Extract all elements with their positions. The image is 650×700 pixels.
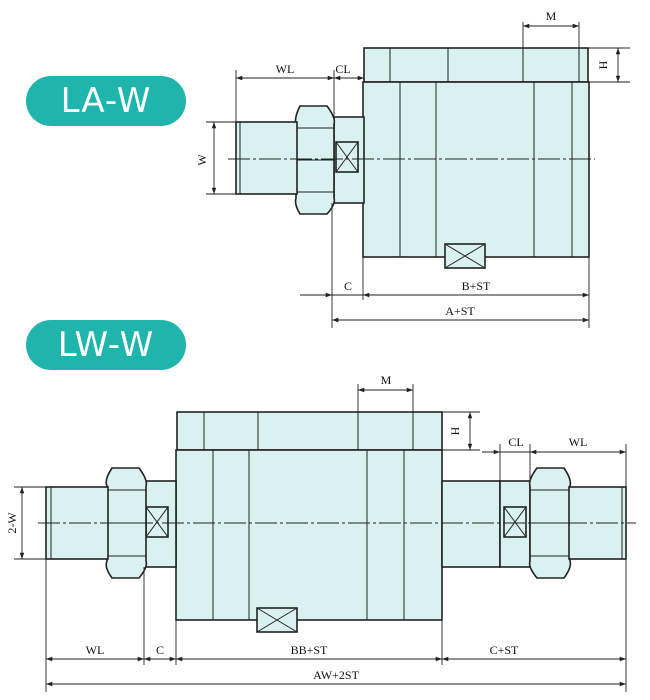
label-bottom-aw-2st: AW+2ST: [313, 668, 359, 682]
label-bottom-c: C: [156, 643, 164, 657]
dim-bottom-row1: WL C BB+ST C+ST: [45, 559, 627, 692]
la-w-drawing: M H WL CL W: [195, 9, 630, 328]
label-bottom-wl-left: WL: [86, 643, 105, 657]
dim-top-w: W: [195, 121, 236, 195]
dim-top-c-b: C B+ST: [300, 203, 590, 328]
label-top-w: W: [195, 154, 209, 166]
top-mount-block: [363, 47, 589, 83]
label-top-h: H: [596, 60, 610, 69]
dim-top-h: H: [588, 47, 630, 83]
model-badge-lw-w: LW-W: [26, 320, 186, 370]
top-rod-assembly: [235, 105, 365, 215]
label-bottom-bb-st: BB+ST: [291, 643, 328, 657]
dim-top-wl: WL: [235, 62, 335, 122]
lw-w-drawing: M H CL WL 2-W: [5, 373, 636, 692]
model-badge-la-w: LA-W: [26, 76, 186, 126]
label-top-b-st: B+ST: [462, 279, 491, 293]
dim-bottom-2w: 2-W: [5, 486, 46, 560]
dim-top-a: A+ST: [332, 304, 589, 323]
label-top-a-st: A+ST: [445, 304, 475, 318]
top-port-square: [444, 243, 486, 269]
label-top-c: C: [344, 279, 352, 293]
label-bottom-wl-right: WL: [569, 435, 588, 449]
label-bottom-2w: 2-W: [5, 512, 19, 534]
bottom-port-square: [256, 607, 298, 633]
dim-top-m: M: [522, 9, 580, 48]
label-bottom-m: M: [381, 373, 392, 387]
label-bottom-c-st: C+ST: [490, 643, 519, 657]
dim-top-cl: CL: [334, 62, 365, 82]
dim-bottom-m: M: [357, 373, 414, 412]
bottom-cylinder-body: [175, 449, 443, 621]
bottom-mount-block: [176, 411, 443, 451]
label-top-wl: WL: [276, 62, 295, 76]
top-cylinder-body: [362, 81, 590, 258]
label-bottom-h: H: [448, 426, 462, 435]
label-bottom-cl: CL: [508, 435, 523, 449]
label-top-m: M: [546, 9, 557, 23]
label-top-cl: CL: [335, 62, 350, 76]
dim-bottom-h: H: [442, 411, 480, 451]
dim-bottom-cl-wl: CL WL: [482, 435, 627, 487]
dim-bottom-aw: AW+2ST: [46, 668, 626, 687]
